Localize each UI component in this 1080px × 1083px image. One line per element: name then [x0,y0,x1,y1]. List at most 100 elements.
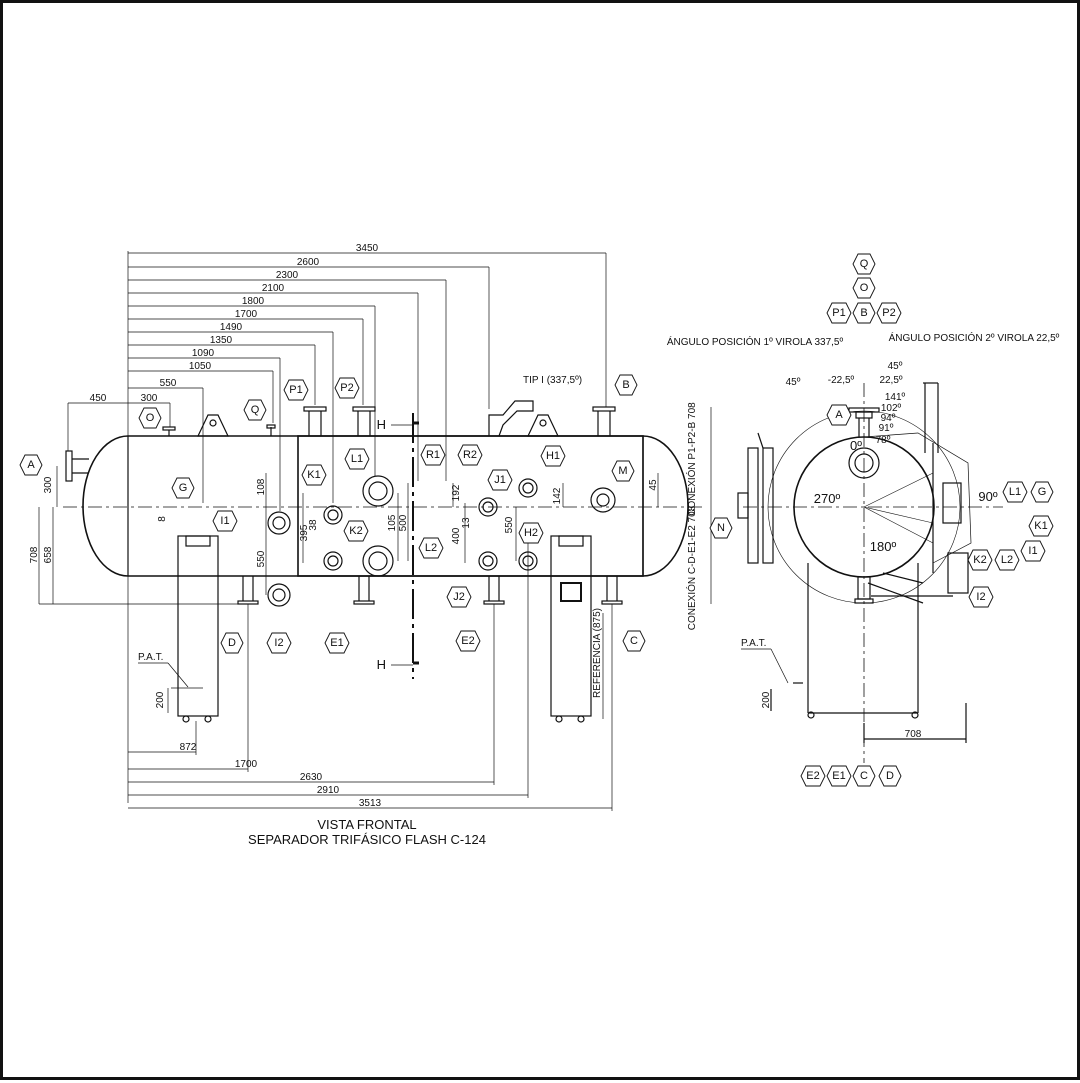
svg-text:O: O [146,412,155,424]
view-title: VISTA FRONTAL [317,817,416,832]
conn-top-note: CONEXIÓN P1-P2-B 708 [685,402,698,516]
side-tag-k1: K1 [1028,515,1054,537]
side-tag-p1: P1 [826,302,852,324]
side-tag-b: B [852,302,876,324]
side-tag-q: Q [852,253,876,275]
side-view-texts: ÁNGULO POSICIÓN 1º VIROLA 337,5º ÁNGULO … [667,331,1060,740]
dim-v-105: 105 [387,514,398,531]
section-h-top: H [377,417,386,432]
tag-l2: L2 [418,537,444,559]
side-dim-200: 200 [761,691,772,708]
svg-text:N: N [717,522,725,534]
side-tag-g: G [1030,481,1054,503]
nozzle-a-flange [65,450,73,482]
tag-k2: K2 [343,520,369,542]
svg-text:K1: K1 [307,469,320,481]
svg-text:I2: I2 [274,637,283,649]
dim-v-658: 658 [43,546,54,563]
svg-text:R1: R1 [426,449,440,461]
dim-v-8: 8 [157,516,168,522]
dim-1800: 1800 [242,296,265,307]
svg-text:M: M [618,465,627,477]
tag-e2: E2 [455,630,481,652]
lifting-lug-right [527,414,559,437]
svg-text:C: C [860,770,868,782]
small-angle-22: 22,5º [879,375,902,386]
tag-a: A [19,454,43,476]
dim-v-550b: 550 [504,516,515,533]
tag-r2: R2 [457,444,483,466]
dim-v-38: 38 [308,519,319,531]
svg-text:B: B [622,379,629,391]
dim-872: 872 [180,742,197,753]
svg-text:G: G [179,482,188,494]
svg-text:P1: P1 [832,307,845,319]
side-tag-i1: I1 [1020,540,1046,562]
saddle-left-cap [185,535,211,547]
angle-note-2: ÁNGULO POSICIÓN 2º VIROLA 22,5º [889,331,1060,344]
lifting-lug-left [197,414,229,437]
side-dim-708: 708 [905,729,922,740]
conn-bottom-note: CONEXIÓN C-D-E1-E2 708 [685,505,698,630]
front-view-tags: A O Q P1 P2 B G I1 K1 L1 K2 L2 R1 R2 J1 … [19,374,733,654]
dim-2910: 2910 [317,785,340,796]
side-view-tags: Q O P1 B P2 A L1 G K1 I1 K2 L2 I2 E2 E1 … [800,253,1054,787]
tag-l1: L1 [344,448,370,470]
ref-note: REFERENCIA (875) [592,608,603,698]
dim-1490: 1490 [220,322,243,333]
dim-2300: 2300 [276,270,299,281]
view-subtitle: SEPARADOR TRIFÁSICO FLASH C-124 [248,832,486,847]
svg-text:K2: K2 [349,525,362,537]
tip-pipe [488,400,534,437]
side-pat-note: P.A.T. [741,638,766,649]
small-angle-45-right: 45º [888,361,903,372]
tag-q: Q [243,399,267,421]
dim-3513: 3513 [359,798,382,809]
tag-j2: J2 [446,586,472,608]
dim-v-45: 45 [648,479,659,491]
front-view-texts: 3450 2600 2300 2100 1800 1700 1490 1350 … [29,243,698,847]
small-angle-neg-22: -22,5º [828,375,855,386]
tag-p2: P2 [334,377,360,399]
svg-text:R2: R2 [463,449,477,461]
front-view [63,400,703,723]
tag-i1: I1 [212,510,238,532]
svg-text:L1: L1 [1009,486,1021,498]
svg-text:A: A [835,409,843,421]
svg-text:B: B [860,307,867,319]
svg-text:H1: H1 [546,450,560,462]
tag-j1: J1 [487,469,513,491]
dim-2100: 2100 [262,283,285,294]
angle-90: 90º [978,489,997,504]
svg-text:K2: K2 [973,554,986,566]
small-angle-141: 141º [885,392,906,403]
saddle-right-cap [558,535,584,547]
svg-text:E2: E2 [461,635,474,647]
dim-550: 550 [160,378,177,389]
dim-v-708: 708 [29,546,40,563]
tag-p1: P1 [283,379,309,401]
angle-180: 180º [870,539,897,554]
svg-text:E1: E1 [330,637,343,649]
small-angle-91: 91º [879,423,894,434]
svg-text:L2: L2 [1001,554,1013,566]
vessel-shell [82,435,689,577]
dim-2600: 2600 [297,257,320,268]
svg-text:A: A [27,459,35,471]
small-angle-102: 102º [881,403,902,414]
dim-2630: 2630 [300,772,323,783]
pat-note: P.A.T. [138,652,163,663]
svg-text:K1: K1 [1034,520,1047,532]
level-gauge-side [747,447,759,564]
svg-text:Q: Q [860,258,869,270]
top-nozzles [162,400,616,437]
dim-1700-bottom: 1700 [235,759,258,770]
dim-v-192: 192 [451,484,462,501]
side-tag-p2: P2 [876,302,902,324]
tag-o: O [138,407,162,429]
tag-d: D [220,632,244,654]
tag-h1: H1 [540,445,566,467]
svg-text:J1: J1 [494,474,506,486]
side-tag-l1: L1 [1002,481,1028,503]
tag-b: B [614,374,638,396]
